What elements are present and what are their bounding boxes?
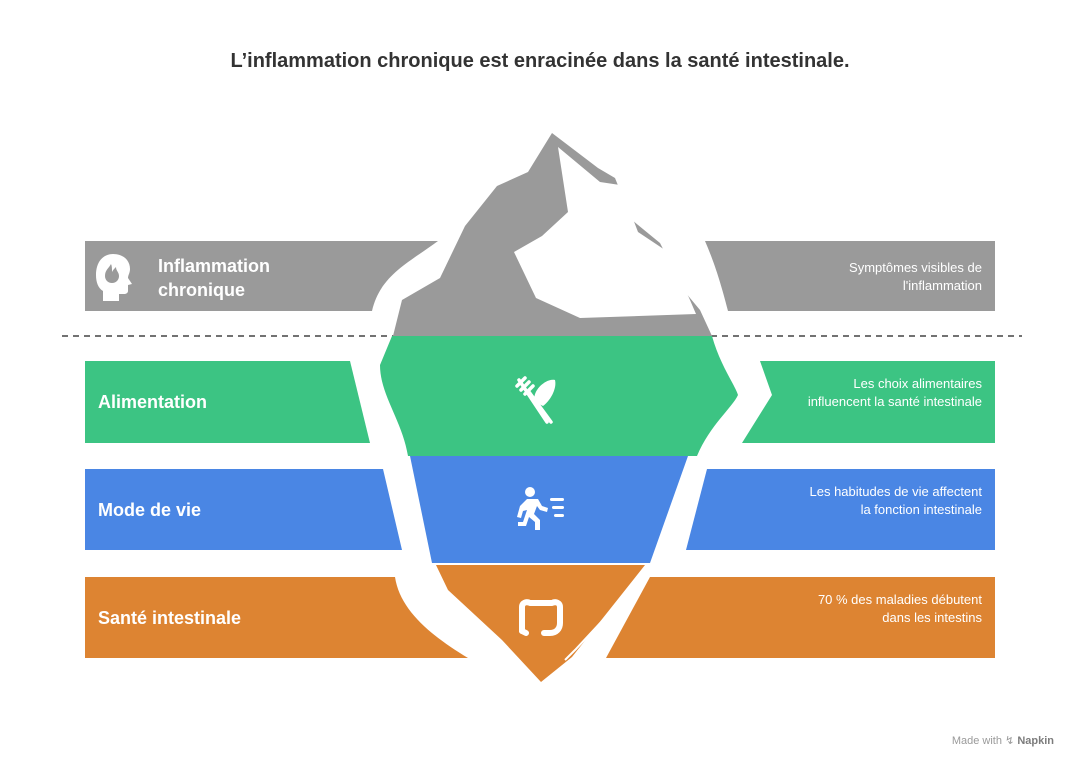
row-mode-de-vie-label: Mode de vie <box>98 500 202 520</box>
iceberg-layer-mode-de-vie <box>410 456 688 563</box>
row-inflammation-description: Symptômes visibles de l'inflammation <box>849 260 982 293</box>
row-sante-right-band <box>606 577 995 658</box>
row-inflammation-left-band <box>85 241 438 311</box>
iceberg-snow <box>514 147 696 318</box>
row-mode-de-vie-left-band <box>85 469 402 550</box>
row-mode-de-vie-right-band <box>686 469 995 550</box>
napkin-brand: Napkin <box>1017 735 1054 747</box>
row-sante-label: Santé intestinale <box>98 608 242 628</box>
row-inflammation-label: Inflammation chronique <box>158 256 271 300</box>
row-sante-left-band <box>85 577 468 658</box>
row-sante-description: 70 % des maladies débutent dans les inte… <box>817 592 982 625</box>
iceberg-layer-sante <box>436 565 645 682</box>
made-with-text: Made with <box>951 735 1002 747</box>
row-mode-de-vie-description: Les habitudes de vie affectent la foncti… <box>809 484 983 517</box>
row-inflammation-right-band <box>705 241 995 311</box>
row-alimentation-left-band <box>85 361 370 443</box>
row-alimentation-label: Alimentation <box>98 392 208 412</box>
intestine-icon <box>519 599 563 636</box>
diagram-title: L’inflammation chronique est enracinée d… <box>230 50 850 72</box>
row-alimentation-description: Les choix alimentaires influencent la sa… <box>807 376 982 409</box>
napkin-logo-icon: ↯ <box>1005 735 1015 747</box>
running-person-icon <box>517 487 564 530</box>
made-with-napkin-badge[interactable]: Made with ↯ Napkin <box>952 734 1054 747</box>
fork-knife-icon <box>515 376 556 424</box>
iceberg-layer-alimentation <box>380 336 738 456</box>
head-flame-icon <box>96 254 132 301</box>
iceberg-crack <box>564 574 646 661</box>
row-alimentation-right-band <box>742 361 995 443</box>
